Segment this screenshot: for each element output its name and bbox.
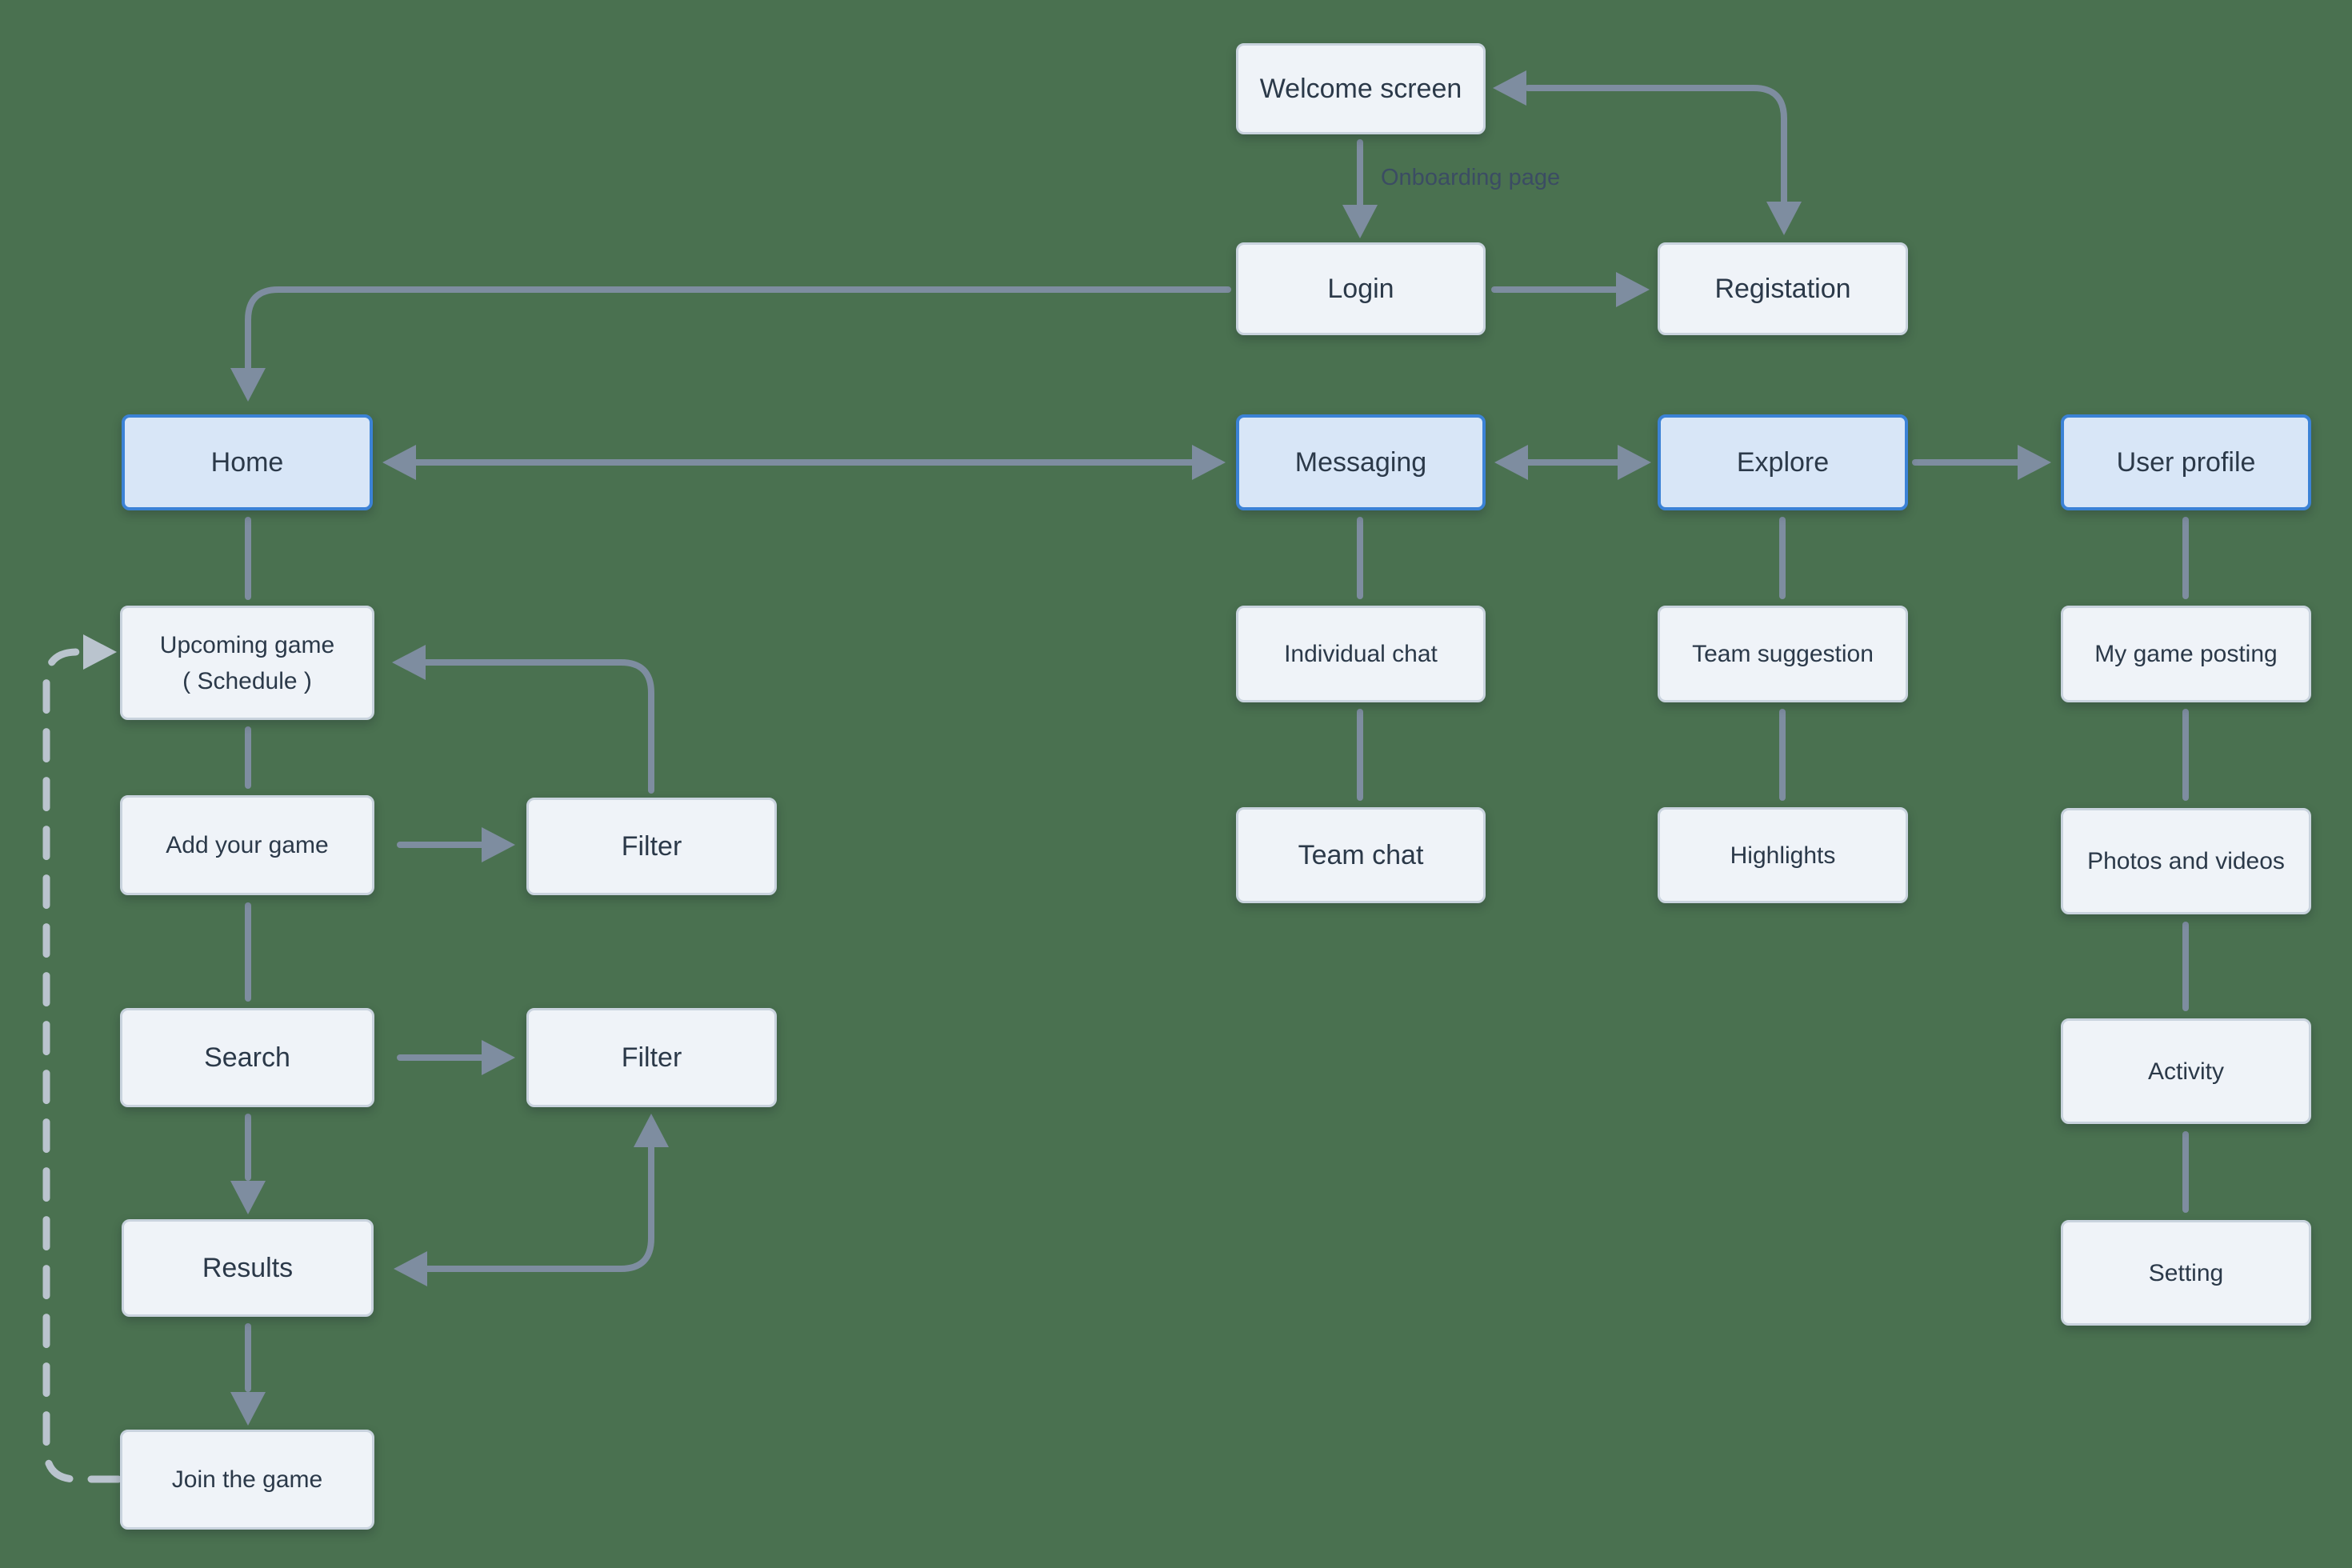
node-label: Messaging: [1294, 446, 1427, 478]
arrowhead-right-icon: [482, 827, 515, 862]
node-label: Team chat: [1298, 839, 1424, 870]
node-individual-chat[interactable]: Individual chat: [1236, 606, 1486, 702]
arrowhead-right-icon: [1618, 445, 1651, 480]
node-search[interactable]: Search: [120, 1008, 374, 1107]
arrowhead-right-icon: [83, 634, 117, 670]
arrowhead-right-icon: [482, 1040, 515, 1075]
node-label: Results: [202, 1252, 294, 1283]
node-label: Filter: [621, 1042, 682, 1073]
node-team-suggestion[interactable]: Team suggestion: [1658, 606, 1908, 702]
edge-login-home: [245, 286, 1231, 373]
arrowhead-left-icon: [394, 1251, 427, 1286]
arrowhead-down-icon: [230, 1392, 266, 1426]
node-home[interactable]: Home: [122, 414, 373, 510]
node-my-game-posting[interactable]: My game posting: [2061, 606, 2311, 702]
node-highlights[interactable]: Highlights: [1658, 807, 1908, 903]
arrowhead-down-icon: [1766, 202, 1802, 235]
node-filter-bottom[interactable]: Filter: [526, 1008, 777, 1107]
node-label: Filter: [621, 830, 682, 862]
node-label: Team suggestion: [1692, 641, 1874, 667]
node-label: Photos and videos: [2087, 848, 2285, 874]
arrowhead-up-icon: [634, 1114, 669, 1147]
node-login[interactable]: Login: [1236, 242, 1486, 335]
node-results[interactable]: Results: [122, 1219, 374, 1317]
node-label: Login: [1327, 273, 1394, 304]
node-label: Search: [204, 1042, 290, 1073]
node-label: User profile: [2116, 446, 2256, 478]
node-user-profile[interactable]: User profile: [2061, 414, 2311, 510]
edge-filter-results: [424, 1142, 654, 1272]
arrowhead-left-icon: [382, 445, 416, 480]
node-label: Add your game: [166, 832, 329, 858]
arrowhead-left-icon: [1493, 70, 1526, 106]
node-registration[interactable]: Registation: [1658, 242, 1908, 335]
edge-registration-welcome: [1525, 85, 1787, 206]
arrowhead-down-icon: [1342, 205, 1378, 238]
node-join-the-game[interactable]: Join the game: [120, 1430, 374, 1530]
node-messaging[interactable]: Messaging: [1236, 414, 1486, 510]
node-photos-and-videos[interactable]: Photos and videos: [2061, 808, 2311, 914]
arrowhead-left-icon: [392, 645, 426, 680]
arrowhead-down-icon: [230, 368, 266, 402]
node-label: Upcoming game: [159, 631, 335, 658]
arrowhead-left-icon: [1494, 445, 1528, 480]
arrowhead-right-icon: [2018, 445, 2051, 480]
node-label: Setting: [2148, 1259, 2224, 1286]
node-label: Activity: [2147, 1058, 2224, 1085]
arrowhead-down-icon: [230, 1181, 266, 1214]
node-upcoming-game[interactable]: Upcoming game ( Schedule ): [120, 606, 374, 720]
node-label: My game posting: [2094, 641, 2278, 667]
node-filter-top[interactable]: Filter: [526, 798, 777, 895]
node-label: Welcome screen: [1259, 73, 1462, 104]
node-label: Home: [210, 446, 284, 478]
node-label: Registation: [1714, 273, 1851, 304]
node-label: Join the game: [171, 1466, 323, 1493]
node-label: Individual chat: [1284, 641, 1438, 667]
node-label-line2: ( Schedule ): [182, 667, 312, 694]
edge-filter-upcoming: [422, 659, 654, 794]
node-setting[interactable]: Setting: [2061, 1220, 2311, 1326]
node-label: Highlights: [1730, 842, 1836, 869]
arrowhead-right-icon: [1192, 445, 1226, 480]
edge-join-upcoming-dashed: [42, 648, 122, 1483]
node-add-your-game[interactable]: Add your game: [120, 795, 374, 895]
node-label: Explore: [1736, 446, 1830, 478]
node-welcome-screen[interactable]: Welcome screen: [1236, 43, 1486, 134]
edge-label-onboarding: Onboarding page: [1381, 165, 1561, 190]
node-explore[interactable]: Explore: [1658, 414, 1908, 510]
node-team-chat[interactable]: Team chat: [1236, 807, 1486, 903]
arrowhead-right-icon: [1616, 272, 1650, 307]
node-activity[interactable]: Activity: [2061, 1018, 2311, 1124]
